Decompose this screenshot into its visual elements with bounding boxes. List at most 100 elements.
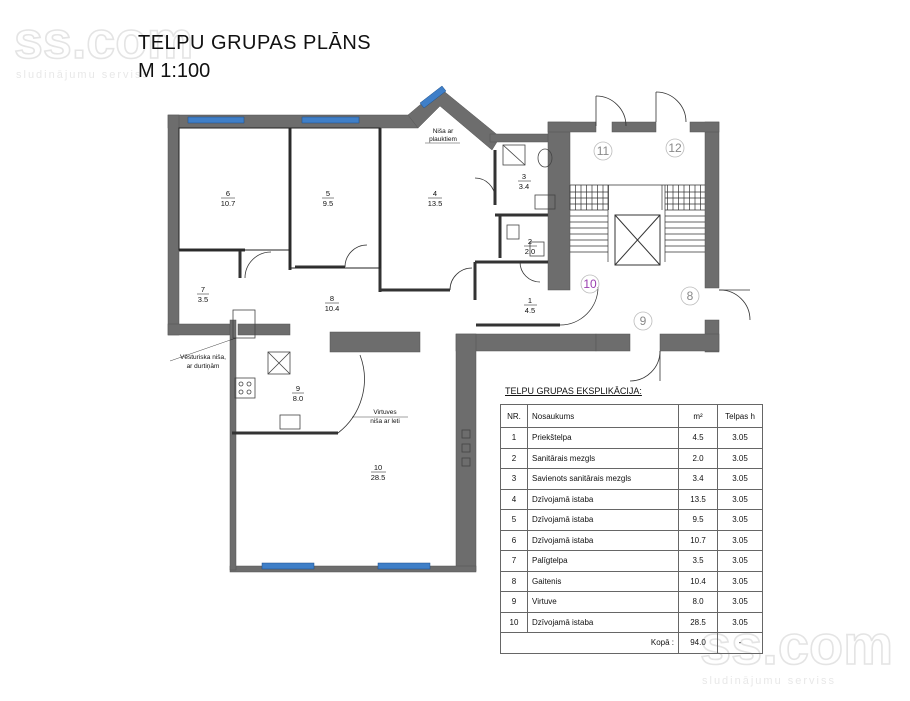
cell-name: Gaitenis bbox=[527, 570, 679, 592]
windows bbox=[187, 85, 447, 570]
cell-nr: 1 bbox=[500, 427, 528, 449]
cell-nr: 7 bbox=[500, 550, 528, 572]
cell-nr: 5 bbox=[500, 509, 528, 531]
stair-number-8: 8 bbox=[680, 286, 700, 306]
room-label-2: 22.0 bbox=[524, 237, 537, 256]
annotation-vesturiska-2: ar durtiņām bbox=[187, 363, 220, 370]
room-number: 4 bbox=[433, 189, 437, 198]
fixtures bbox=[232, 144, 556, 467]
cell-nr: 2 bbox=[500, 447, 528, 469]
cell-area: 10.7 bbox=[678, 529, 718, 551]
room-area: 3.4 bbox=[519, 182, 529, 191]
svg-text:11: 11 bbox=[597, 144, 610, 158]
cell-name: Dzīvojamā istaba bbox=[527, 529, 679, 551]
stairs bbox=[569, 184, 705, 262]
doors bbox=[244, 91, 751, 434]
cell-name: Sanitārais mezgls bbox=[527, 447, 679, 469]
room-label-6: 610.7 bbox=[221, 189, 236, 208]
room-number: 6 bbox=[226, 189, 230, 198]
stair-number-10: 10 bbox=[580, 274, 600, 294]
cell-nr: 6 bbox=[500, 529, 528, 551]
cell-area: 2.0 bbox=[678, 447, 718, 469]
cell-name: Dzīvojamā istaba bbox=[527, 611, 679, 633]
svg-text:ss.com: ss.com bbox=[14, 14, 193, 70]
room-area: 8.0 bbox=[293, 394, 303, 403]
cell-name: Savienots sanitārais mezgls bbox=[527, 468, 679, 490]
room-label-1: 14.5 bbox=[524, 296, 537, 315]
explication-header-row: NR. Nosaukums m² Telpas h bbox=[500, 404, 763, 428]
stair-number-9: 9 bbox=[633, 311, 653, 331]
cell-nr: 8 bbox=[500, 570, 528, 592]
room-number: 3 bbox=[522, 172, 526, 181]
svg-text:sludinājumu serviss: sludinājumu serviss bbox=[16, 69, 150, 81]
room-number: 9 bbox=[296, 384, 300, 393]
room-number: 5 bbox=[326, 189, 330, 198]
room-label-3: 33.4 bbox=[518, 172, 531, 191]
cell-area: 28.5 bbox=[678, 611, 718, 633]
room-area: 9.5 bbox=[323, 199, 333, 208]
room-label-8: 810.4 bbox=[325, 294, 340, 313]
total-area: 94.0 bbox=[678, 632, 718, 654]
cell-height: 3.05 bbox=[717, 550, 763, 572]
cell-name: Virtuve bbox=[527, 591, 679, 613]
cell-nr: 9 bbox=[500, 591, 528, 613]
room-label-9: 98.0 bbox=[292, 384, 304, 403]
cell-name: Dzīvojamā istaba bbox=[527, 509, 679, 531]
room-area: 4.5 bbox=[525, 306, 535, 315]
annotation-vesturiska-1: Vēsturiska niša, bbox=[180, 354, 226, 361]
cell-height: 3.05 bbox=[717, 611, 763, 633]
annotation-virtuves-2: niša ar leti bbox=[370, 418, 400, 425]
room-area: 10.4 bbox=[325, 304, 340, 313]
room-area: 13.5 bbox=[428, 199, 443, 208]
room-number: 10 bbox=[374, 463, 382, 472]
annotation-virtuves-1: Virtuves bbox=[373, 409, 397, 416]
room-number: 2 bbox=[528, 237, 532, 246]
svg-text:9: 9 bbox=[640, 314, 647, 328]
svg-text:8: 8 bbox=[687, 289, 694, 303]
header-nr: NR. bbox=[500, 404, 528, 428]
total-height: - bbox=[717, 632, 763, 654]
room-number: 7 bbox=[201, 285, 205, 294]
cell-nr: 10 bbox=[500, 611, 528, 633]
room-label-4: 413.5 bbox=[428, 189, 443, 208]
cell-nr: 3 bbox=[500, 468, 528, 490]
watermark-logo-top: ss.com sludinājumu serviss bbox=[14, 14, 194, 81]
room-number: 1 bbox=[528, 296, 532, 305]
room-label-7: 73.5 bbox=[197, 285, 209, 304]
explication-total-row: Kopā : 94.0 - bbox=[500, 632, 763, 654]
cell-name: Dzīvojamā istaba bbox=[527, 488, 679, 510]
room-label-5: 59.5 bbox=[322, 189, 334, 208]
cell-area: 8.0 bbox=[678, 591, 718, 613]
annotations: Niša ar plauktiem Vēsturiska niša, ar du… bbox=[169, 128, 460, 425]
room-area: 10.7 bbox=[221, 199, 236, 208]
annotation-nisa-plauktiem-1: Niša ar bbox=[433, 128, 454, 135]
cell-area: 9.5 bbox=[678, 509, 718, 531]
header-area: m² bbox=[678, 404, 718, 428]
total-label: Kopā : bbox=[500, 632, 679, 654]
cell-height: 3.05 bbox=[717, 591, 763, 613]
explication-title: TELPU GRUPAS EKSPLIKĀCIJA: bbox=[505, 386, 642, 396]
header-height: Telpas h bbox=[717, 404, 763, 428]
stair-number-12: 12 bbox=[665, 138, 685, 158]
cell-area: 4.5 bbox=[678, 427, 718, 449]
cell-area: 13.5 bbox=[678, 488, 718, 510]
cell-height: 3.05 bbox=[717, 488, 763, 510]
cell-height: 3.05 bbox=[717, 447, 763, 469]
room-area: 3.5 bbox=[198, 295, 208, 304]
stairwell-numbers: 11 12 10 8 9 bbox=[580, 138, 700, 331]
room-area: 2.0 bbox=[525, 247, 535, 256]
svg-text:12: 12 bbox=[668, 141, 682, 155]
cell-height: 3.05 bbox=[717, 427, 763, 449]
